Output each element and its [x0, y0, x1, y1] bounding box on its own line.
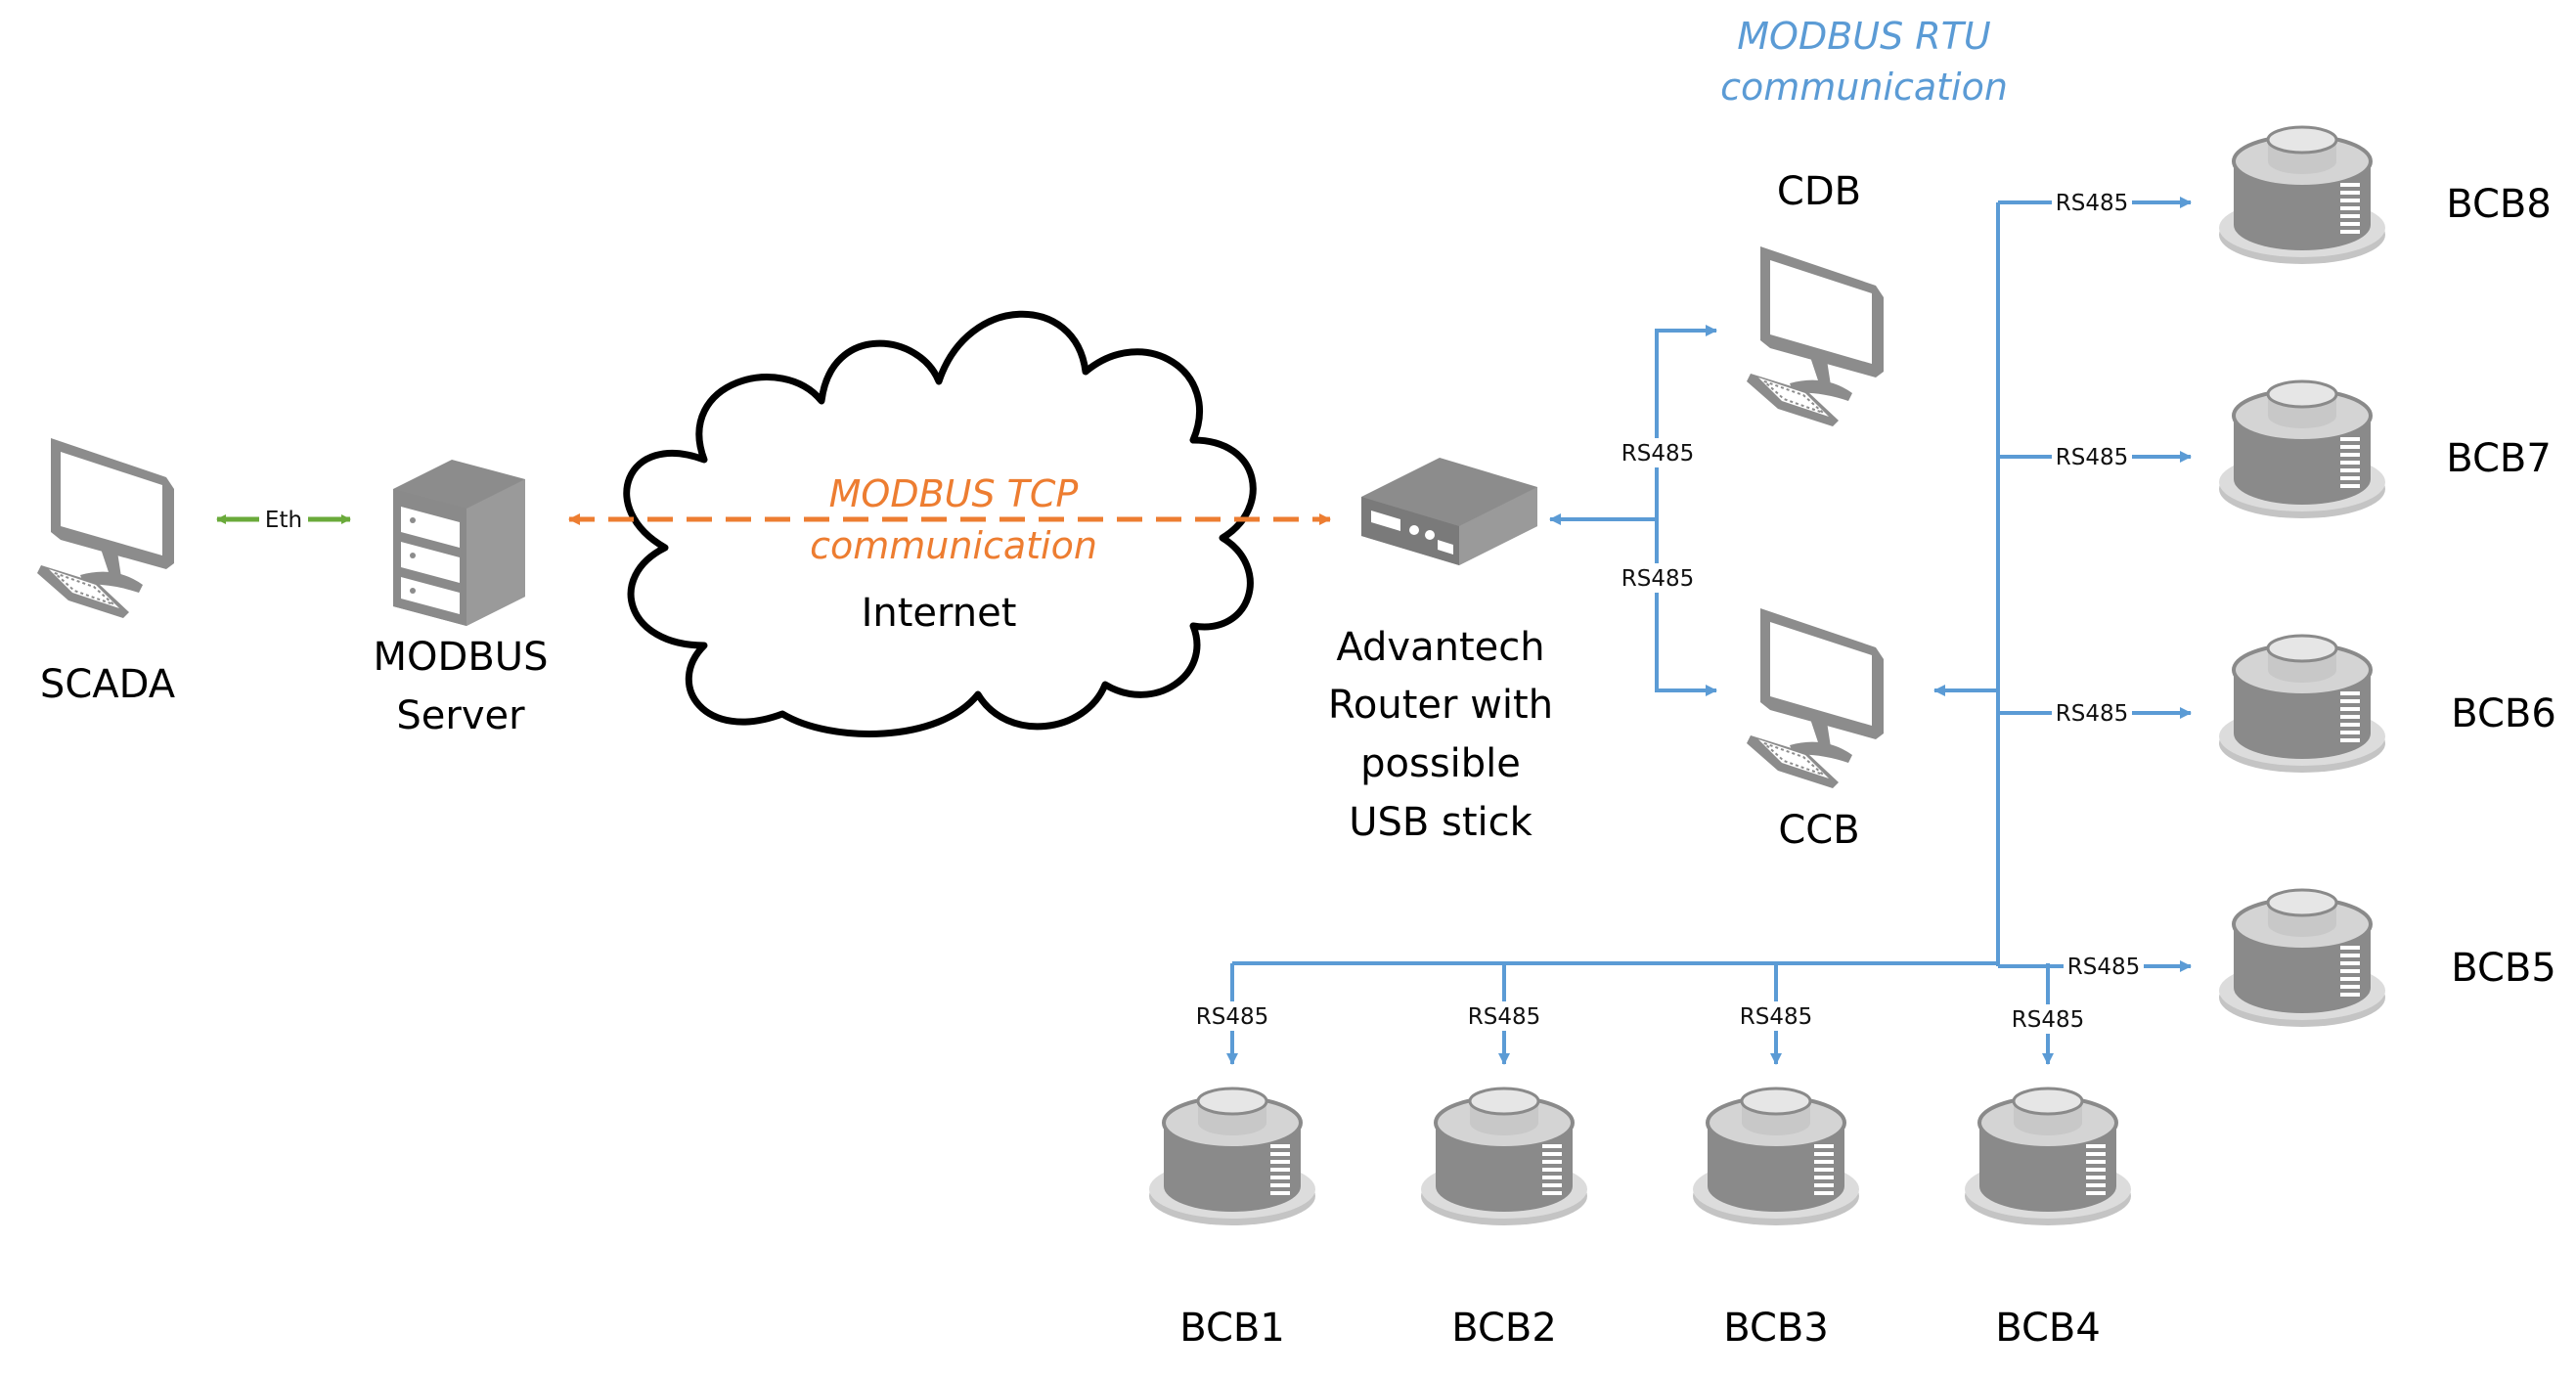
rs485-label-bcb1: RS485 [1196, 1004, 1268, 1030]
rs485-label-cdb: RS485 [1621, 441, 1694, 466]
bcb8-label: BCB8 [2446, 182, 2552, 227]
bcb1-label: BCB1 [1179, 1306, 1285, 1351]
bcb3-breaker-icon [1691, 1087, 1861, 1227]
modbus-tcp-label-line1: MODBUS TCP [829, 472, 1079, 515]
modbus-tcp-label-line2: communication [810, 524, 1097, 567]
modbus-rtu-label-line2: communication [1720, 66, 2008, 109]
bcb2-breaker-icon [1419, 1087, 1589, 1227]
bcb6-breaker-icon [2217, 634, 2387, 775]
rs485-label-bcb5: RS485 [2067, 955, 2140, 980]
modbus-rtu-label-line1: MODBUS RTU [1737, 15, 1991, 58]
rs485-label-bcb4: RS485 [2012, 1007, 2084, 1033]
rs485-label-bcb8: RS485 [2056, 191, 2128, 216]
router-label-line1: Advantech [1336, 625, 1544, 670]
scada-computer-icon [36, 437, 175, 619]
rs485-label-bcb2: RS485 [1468, 1004, 1540, 1030]
bcb4-breaker-icon [1963, 1087, 2133, 1227]
ccb-computer-icon [1746, 607, 1885, 789]
rs485-label-ccb: RS485 [1621, 566, 1694, 592]
internet-label: Internet [862, 591, 1017, 636]
bcb3-label: BCB3 [1723, 1306, 1829, 1351]
scada-label: SCADA [40, 662, 176, 707]
router-rs485-links [1549, 325, 1717, 696]
cdb-computer-icon [1746, 245, 1885, 427]
bcb7-label: BCB7 [2446, 436, 2552, 481]
eth-label: Eth [265, 508, 302, 533]
modbus-server-icon [393, 460, 525, 626]
router-label-line3: possible [1360, 741, 1521, 786]
router-label-line4: USB stick [1349, 800, 1532, 845]
bcb4-label: BCB4 [1995, 1306, 2101, 1351]
bcb1-breaker-icon [1147, 1087, 1317, 1227]
bcb2-label: BCB2 [1451, 1306, 1557, 1351]
bcb8-breaker-icon [2217, 125, 2387, 266]
rs485-label-bcb3: RS485 [1740, 1004, 1812, 1030]
rs485-label-bcb6: RS485 [2056, 701, 2128, 727]
bcb5-label: BCB5 [2451, 946, 2556, 991]
cdb-label: CDB [1777, 169, 1861, 214]
router-icon [1361, 458, 1537, 565]
bcb6-label: BCB6 [2451, 691, 2556, 736]
modbus-server-label-line1: MODBUS [374, 635, 549, 680]
bcb5-breaker-icon [2217, 888, 2387, 1029]
rs485-label-bcb7: RS485 [2056, 445, 2128, 470]
bcb7-breaker-icon [2217, 379, 2387, 520]
router-label-line2: Router with [1328, 683, 1553, 728]
modbus-server-label-line2: Server [396, 693, 525, 738]
ccb-label: CCB [1778, 808, 1859, 853]
